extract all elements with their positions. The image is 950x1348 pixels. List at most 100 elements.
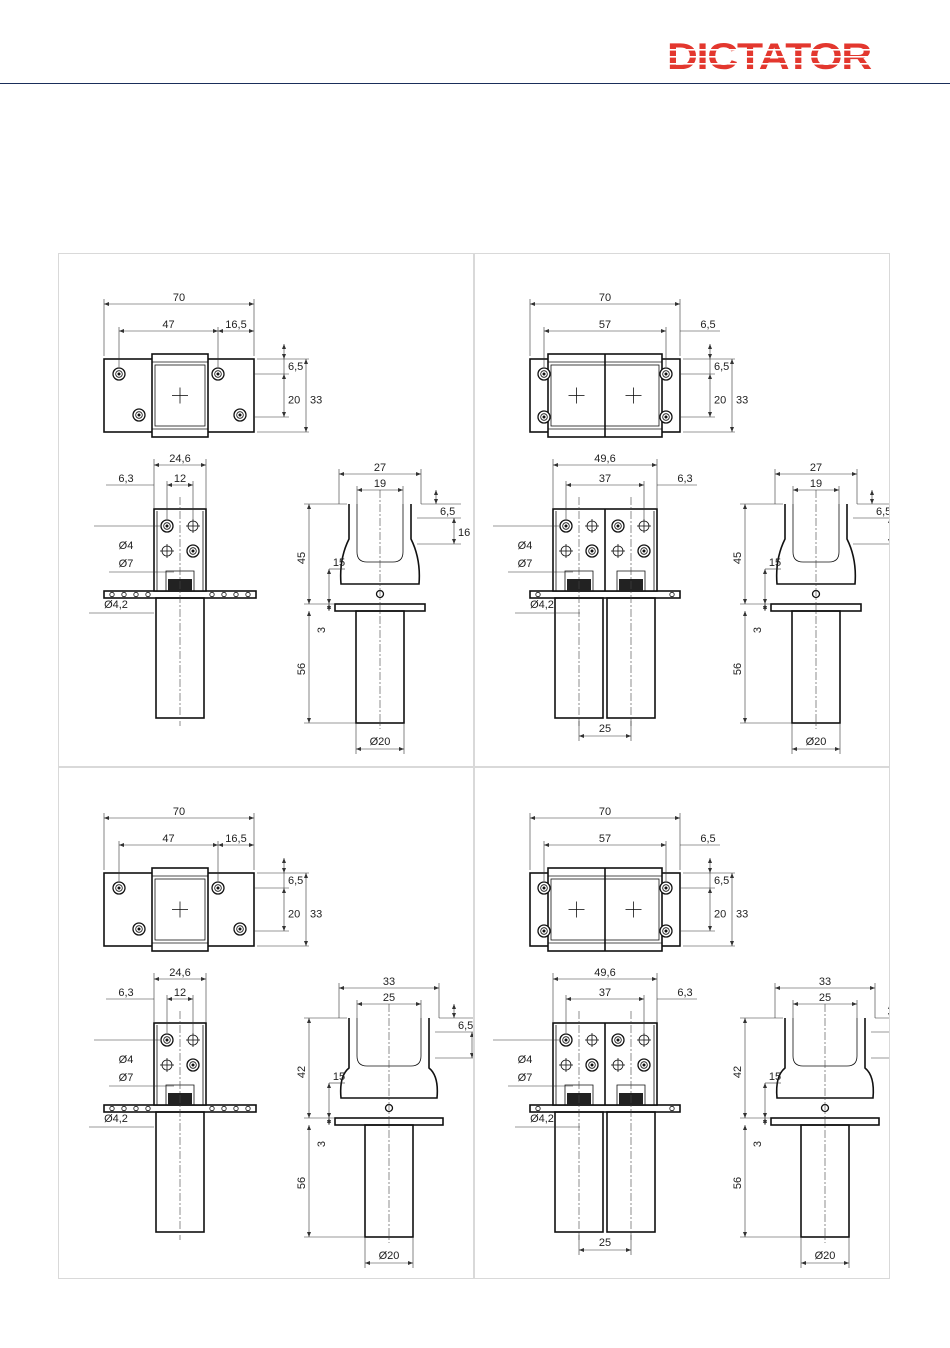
dimension-label: 70 xyxy=(599,292,611,304)
dimension-label: 15 xyxy=(333,557,345,569)
dimension-label: 20 xyxy=(714,395,726,407)
dimension-label: 16,5 xyxy=(225,833,246,845)
plate-hole xyxy=(245,1105,251,1112)
technical-drawing: 70576,56,5203349,6376,3Ø4Ø7Ø4,22533256,5… xyxy=(493,806,889,1268)
plate-hole xyxy=(233,1105,239,1112)
dimension-label: 45 xyxy=(296,552,308,564)
dimension-label: Ø4,2 xyxy=(104,1113,128,1125)
plate-hole xyxy=(245,591,251,598)
plate-hole xyxy=(535,591,541,598)
plate-hole xyxy=(209,1105,215,1112)
dimension-label: 49,6 xyxy=(594,967,615,979)
dimension-label: 56 xyxy=(732,1177,744,1189)
dimension-label: 70 xyxy=(173,292,185,304)
dimension-label: 3 xyxy=(316,1141,328,1147)
dimension-label: 15 xyxy=(769,1071,781,1083)
dimension-label: 24,6 xyxy=(169,967,190,979)
dimension-label: 25 xyxy=(599,723,611,735)
dimension-label: 3 xyxy=(752,627,764,633)
dimension-label: 70 xyxy=(599,806,611,818)
dimension-label: Ø20 xyxy=(370,736,391,748)
dimension-label: 47 xyxy=(162,833,174,845)
plate-hole xyxy=(121,591,127,598)
dimension-label: Ø20 xyxy=(815,1250,836,1262)
dimension-label: 6,5 xyxy=(288,875,303,887)
plate-hole xyxy=(133,1105,139,1112)
plate-hole xyxy=(233,591,239,598)
dimension-label: 57 xyxy=(599,833,611,845)
dictator-logo: DICTATOR xyxy=(665,36,875,76)
dimension-label: 33 xyxy=(819,976,831,988)
mounting-plate xyxy=(529,590,681,599)
dimension-label: 6,3 xyxy=(677,473,692,485)
dimension-label: 6,5 xyxy=(288,361,303,373)
dimension-label: Ø4 xyxy=(518,540,533,552)
dimension-label: 42 xyxy=(296,1066,308,1078)
dimension-label: 6,5 xyxy=(714,361,729,373)
dimension-label: 47 xyxy=(162,319,174,331)
dimension-label: 12 xyxy=(174,987,186,999)
panel-double-2: 70576,56,5203349,6376,3Ø4Ø7Ø4,22533256,5… xyxy=(474,767,890,1279)
dimension-label: 6,5 xyxy=(700,319,715,331)
dimension-label: 25 xyxy=(819,992,831,1004)
plate-hole xyxy=(221,591,227,598)
technical-drawing: 704716,56,5203324,6126,3Ø4Ø7Ø4,233256,51… xyxy=(89,806,473,1268)
dimension-label: 6,3 xyxy=(677,987,692,999)
side-tube xyxy=(791,610,841,724)
top-view: 70 47 16,5 6,5 20 33 xyxy=(103,292,322,438)
dimension-label: 33 xyxy=(383,976,395,988)
mounting-plate xyxy=(529,1104,681,1113)
dimension-label: Ø20 xyxy=(806,736,827,748)
dimension-label: 3 xyxy=(316,627,328,633)
dimension-label: 6,3 xyxy=(118,987,133,999)
dimension-label: 33 xyxy=(310,395,322,407)
dimension-label: 20 xyxy=(288,395,300,407)
dimension-label: 56 xyxy=(732,663,744,675)
dimension-label: Ø4,2 xyxy=(530,1113,554,1125)
dimension-label: 33 xyxy=(736,909,748,921)
side-tube xyxy=(355,610,405,724)
dimension-label: 6,5 xyxy=(876,506,889,518)
dimension-label: Ø7 xyxy=(518,558,533,570)
dimension-label: 56 xyxy=(296,1177,308,1189)
plate-hole xyxy=(121,1105,127,1112)
dimension-label: 15 xyxy=(769,557,781,569)
dimension-label: Ø4 xyxy=(119,540,134,552)
dimension-label: 3 xyxy=(752,1141,764,1147)
dimension-label: 19 xyxy=(374,478,386,490)
dimension-label: 45 xyxy=(732,552,744,564)
dimension-label: 20 xyxy=(714,909,726,921)
top-view: 70 57 6,5 6,5 20 33 xyxy=(529,292,748,438)
dimension-label: 25 xyxy=(599,1237,611,1249)
dimension-label: 19 xyxy=(810,478,822,490)
plate-hole xyxy=(669,1105,675,1112)
dimension-label: 33 xyxy=(736,395,748,407)
dimension-label: 57 xyxy=(599,319,611,331)
dimension-label: 37 xyxy=(599,473,611,485)
dimension-label: 6,5 xyxy=(714,875,729,887)
dimension-label: 27 xyxy=(810,462,822,474)
dimension-label: Ø4,2 xyxy=(530,599,554,611)
dimension-label: Ø4,2 xyxy=(104,599,128,611)
dimension-label: 16,5 xyxy=(225,319,246,331)
plate-hole xyxy=(535,1105,541,1112)
plate-hole xyxy=(109,1105,115,1112)
plate-hole xyxy=(109,591,115,598)
dimension-label: Ø4 xyxy=(119,1054,134,1066)
plate-hole xyxy=(145,591,151,598)
dimension-label: 25 xyxy=(383,992,395,1004)
dimension-label: Ø4 xyxy=(518,1054,533,1066)
dimension-label: 6,5 xyxy=(458,1020,473,1032)
dimension-label: 37 xyxy=(599,987,611,999)
